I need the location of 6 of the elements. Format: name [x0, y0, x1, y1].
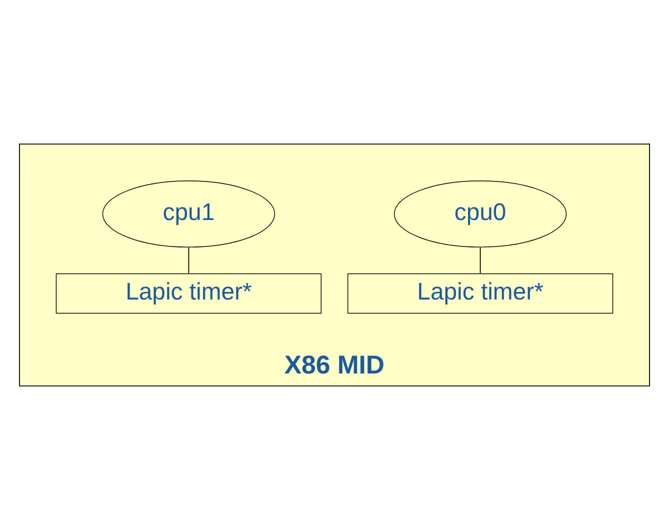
connector [480, 246, 481, 274]
node-box: Lapic timer* [56, 273, 322, 314]
node-ellipse: cpu1 [102, 180, 276, 248]
node-ellipse: cpu0 [394, 180, 567, 248]
connector [188, 246, 190, 274]
node-box: Lapic timer* [347, 273, 614, 314]
